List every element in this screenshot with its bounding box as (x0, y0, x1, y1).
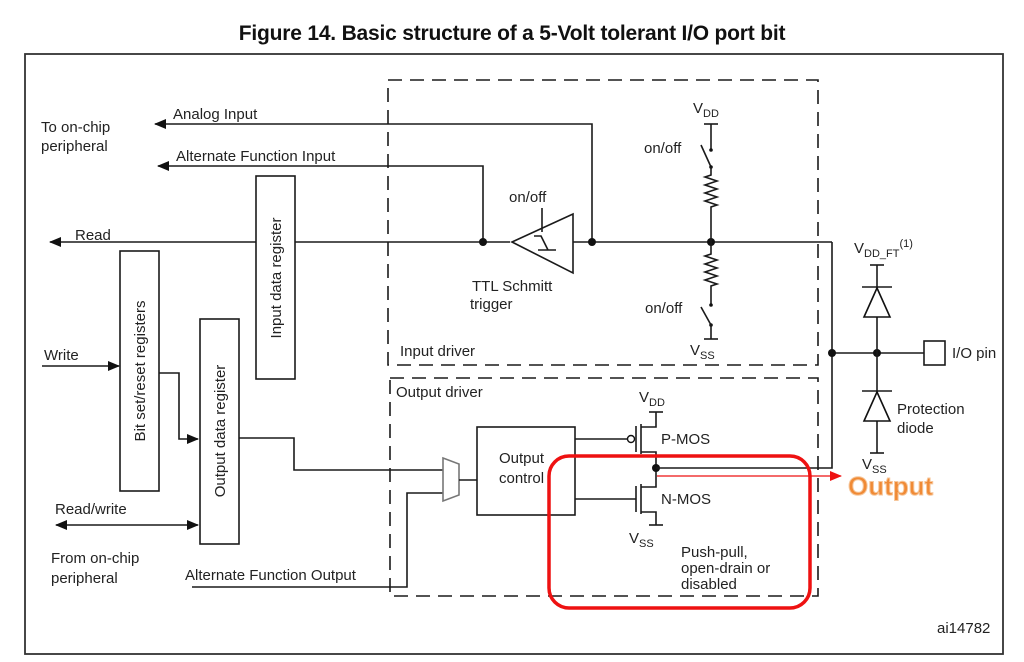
pulldown-onoff-label: on/off (645, 300, 683, 317)
switch-contact (709, 148, 713, 152)
alt-func-input-label: Alternate Function Input (176, 148, 336, 165)
mode-label: Push-pull, (681, 544, 748, 561)
output-data-register (199, 318, 240, 545)
write-label: Write (44, 347, 79, 364)
pulldown-resistor (702, 242, 720, 305)
alt-func-input-wire (157, 161, 484, 242)
pulldown-switch (700, 306, 712, 326)
mode-label-3: disabled (681, 576, 737, 593)
pullup-onoff-label: on/off (644, 140, 682, 157)
schmitt-label: TTL Schmitt (472, 278, 553, 295)
from-peripheral-label-2: peripheral (51, 570, 118, 587)
input-driver-label: Input driver (400, 343, 475, 360)
lower-protection-diode (862, 390, 892, 422)
from-peripheral-label: From on-chip (51, 550, 139, 567)
junction-dot (479, 238, 487, 246)
pullup-vdd-label: VDD (693, 100, 719, 120)
alt-func-output-label: Alternate Function Output (185, 567, 357, 584)
nmos-label: N-MOS (661, 491, 711, 508)
figure-title: Figure 14. Basic structure of a 5-Volt t… (238, 22, 786, 45)
read-label: Read (75, 227, 111, 244)
output-highlight-box (547, 454, 812, 610)
multiplexer-symbol (442, 456, 460, 503)
pulldown-vss-label: VSS (690, 342, 715, 362)
hysteresis-icon (534, 235, 556, 251)
output-annotation: Output (848, 471, 934, 501)
junction-dot (828, 349, 836, 357)
output-to-pin-wire (656, 242, 833, 469)
schmitt-label-2: trigger (470, 296, 513, 313)
pullup-resistor (702, 167, 720, 242)
input-data-register-label: Input data register (268, 218, 285, 339)
bsr-to-odr-wire (159, 372, 199, 444)
to-peripheral-label: To on-chip (41, 119, 110, 136)
bit-set-reset-label: Bit set/reset registers (132, 301, 149, 442)
to-peripheral-label-2: peripheral (41, 138, 108, 155)
odr-to-mux-wire (239, 437, 444, 471)
input-driver-region (387, 79, 819, 366)
schmitt-onoff-label: on/off (509, 189, 547, 206)
figure-frame (24, 53, 1004, 655)
io-pin-pad (923, 340, 946, 366)
nmos-terminals (641, 468, 657, 525)
figure-id: ai14782 (937, 620, 990, 637)
vddft-label: VDD_FT(1) (854, 238, 913, 260)
pmos-bubble (626, 434, 636, 444)
protection-diode-label: Protection (897, 401, 965, 418)
pmos-vdd-label: VDD (639, 389, 665, 409)
output-driver-region (389, 377, 819, 597)
io-pin-label: I/O pin (952, 345, 996, 362)
output-control-block (476, 426, 576, 516)
analog-input-wire (154, 119, 593, 242)
pmos-label: P-MOS (661, 431, 710, 448)
switch-contact (709, 303, 713, 307)
protection-diode-label-2: diode (897, 420, 934, 437)
alt-func-output-wire (192, 492, 444, 588)
output-control-label-2: control (499, 470, 544, 487)
bit-set-reset-register (119, 250, 160, 492)
read-write-label: Read/write (55, 501, 127, 518)
pin-vss-label: VSS (862, 456, 887, 476)
junction-dot (588, 238, 596, 246)
mode-label-2: open-drain or (681, 560, 770, 577)
input-data-register (255, 175, 296, 380)
output-control-label: Output (499, 450, 545, 467)
analog-input-label: Analog Input (173, 106, 258, 123)
upper-protection-diode (862, 286, 892, 318)
output-driver-label: Output driver (396, 384, 483, 401)
pmos-terminals (641, 412, 657, 468)
nmos-vss-label: VSS (629, 530, 654, 550)
pullup-switch (700, 144, 712, 168)
output-data-register-label: Output data register (212, 365, 229, 498)
